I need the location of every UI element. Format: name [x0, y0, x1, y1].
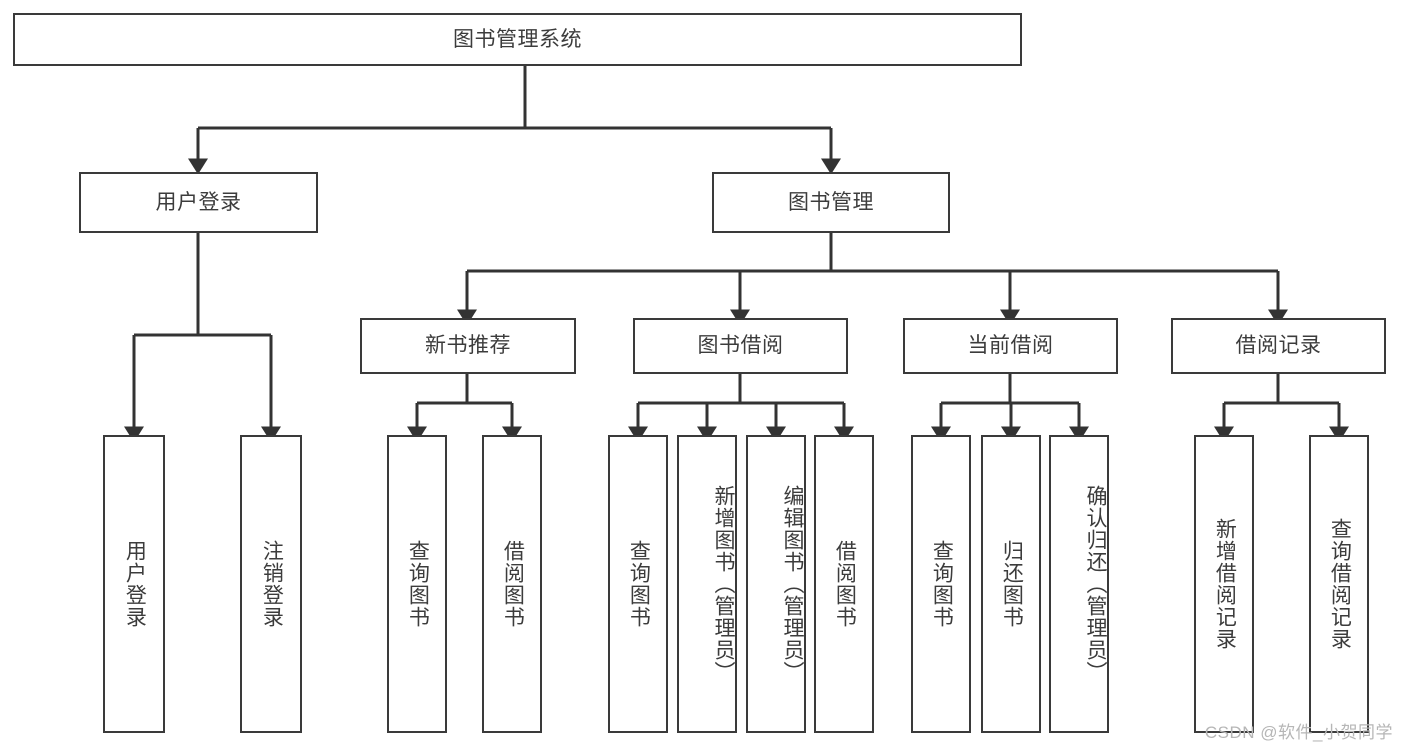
node-label: 归还图书: [1000, 540, 1024, 628]
node-label: 图书管理: [788, 190, 874, 214]
leaf-confirm-return-admin[interactable]: 确认归还（管理员）: [1049, 435, 1109, 733]
leaf-logout[interactable]: 注销登录: [240, 435, 302, 733]
node-label: 查询图书: [406, 540, 430, 628]
node-label: 当前借阅: [967, 334, 1054, 358]
leaf-query-borrowing-record[interactable]: 查询借阅记录: [1309, 435, 1369, 733]
leaf-add-book-admin[interactable]: 新增图书（管理员）: [677, 435, 737, 733]
node-label: 借阅记录: [1235, 334, 1322, 358]
node-label: 查询图书: [930, 540, 954, 628]
node-root-book-management-system[interactable]: 图书管理系统: [13, 13, 1022, 66]
leaf-borrow-books-borrowing[interactable]: 借阅图书: [814, 435, 874, 733]
node-label: 用户登录: [155, 190, 242, 214]
node-label: 查询图书: [627, 540, 651, 628]
node-label: 注销登录: [260, 540, 284, 628]
csdn-watermark: CSDN @软件_小贺同学: [1204, 723, 1393, 742]
node-label: 新书推荐: [425, 334, 511, 358]
leaf-query-books-borrowing[interactable]: 查询图书: [608, 435, 668, 733]
leaf-add-borrowing-record[interactable]: 新增借阅记录: [1194, 435, 1254, 733]
leaf-return-books[interactable]: 归还图书: [981, 435, 1041, 733]
node-new-book-recommendation[interactable]: 新书推荐: [360, 318, 576, 374]
leaf-user-login[interactable]: 用户登录: [103, 435, 165, 733]
node-label: 用户登录: [123, 540, 147, 628]
node-label: 新增借阅记录: [1213, 518, 1237, 650]
leaf-borrow-books-recommendation[interactable]: 借阅图书: [482, 435, 542, 733]
node-current-borrowing[interactable]: 当前借阅: [903, 318, 1118, 374]
node-user-login[interactable]: 用户登录: [79, 172, 318, 233]
node-label: 借阅图书: [501, 540, 525, 628]
node-label: 确认归还（管理员）: [1084, 485, 1107, 683]
leaf-query-books-current[interactable]: 查询图书: [911, 435, 971, 733]
node-label: 图书借阅: [697, 334, 784, 358]
node-label: 新增图书（管理员）: [712, 485, 735, 683]
node-label: 查询借阅记录: [1328, 518, 1352, 650]
node-book-management[interactable]: 图书管理: [712, 172, 950, 233]
leaf-edit-book-admin[interactable]: 编辑图书（管理员）: [746, 435, 806, 733]
node-label: 图书管理系统: [453, 27, 582, 51]
node-label: 借阅图书: [833, 540, 857, 628]
node-book-borrowing[interactable]: 图书借阅: [633, 318, 848, 374]
node-label: 编辑图书（管理员）: [781, 485, 804, 683]
leaf-query-books-recommendation[interactable]: 查询图书: [387, 435, 447, 733]
node-borrowing-records[interactable]: 借阅记录: [1171, 318, 1386, 374]
